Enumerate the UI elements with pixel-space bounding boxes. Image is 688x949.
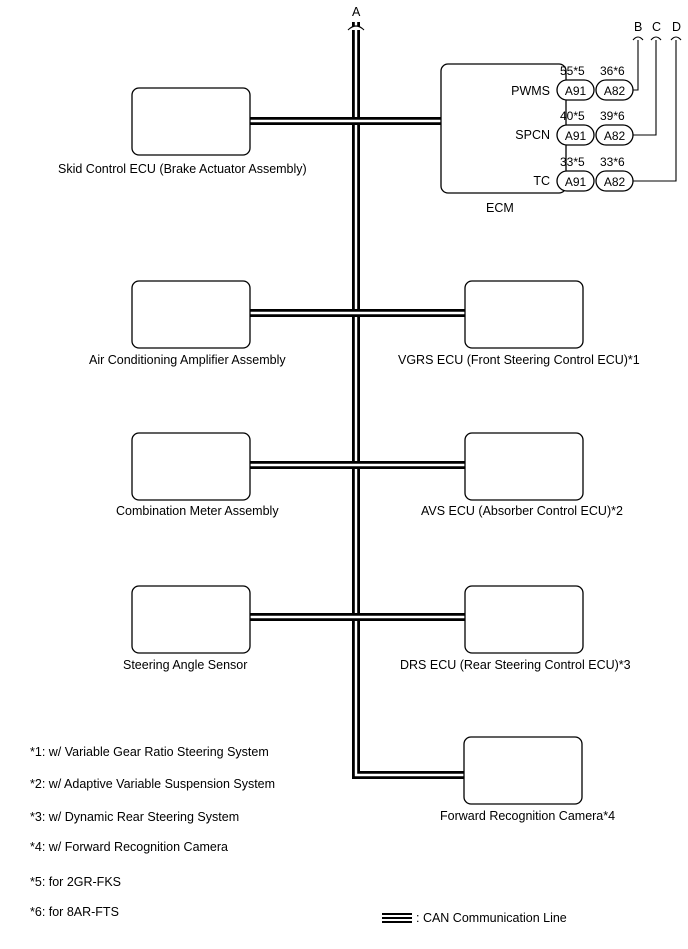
connector-pill [556,124,595,146]
vgrs-ecu-box [464,280,584,349]
connector-code: A82 [604,175,626,189]
footnote: *6: for 8AR-FTS [30,905,119,919]
forward-recognition-camera-label: Forward Recognition Camera*4 [440,809,615,823]
connector-code: A91 [565,129,587,143]
combination-meter-label: Combination Meter Assembly [116,504,279,518]
can-bus-lines [250,22,465,779]
pin-number: 40*5 [560,109,585,123]
connector-code: A82 [604,129,626,143]
skid-control-ecu-box [131,87,251,156]
legend-label: : CAN Communication Line [416,911,567,925]
dest-label-d: D [672,20,681,34]
avs-ecu-label: AVS ECU (Absorber Control ECU)*2 [421,504,623,518]
connector-pill [556,79,595,101]
connector-code: A91 [565,175,587,189]
connector-code: A82 [604,84,626,98]
forward-recognition-camera-box [463,736,583,805]
steering-angle-sensor-label: Steering Angle Sensor [123,658,247,672]
ecm-pin-signal-tc: TC [533,174,550,188]
combination-meter-box [131,432,251,501]
pin-number: 33*6 [600,155,625,169]
footnote: *3: w/ Dynamic Rear Steering System [30,810,239,824]
legend: : CAN Communication Line [382,911,567,925]
air-conditioning-amplifier-label: Air Conditioning Amplifier Assembly [89,353,286,367]
drs-ecu-box [464,585,584,654]
skid-control-ecu-label: Skid Control ECU (Brake Actuator Assembl… [58,162,307,176]
air-conditioning-amplifier-box [131,280,251,349]
connector-pill [556,170,595,192]
footnote: *1: w/ Variable Gear Ratio Steering Syst… [30,745,269,759]
footnote: *2: w/ Adaptive Variable Suspension Syst… [30,777,275,791]
ecm-pin-signal-spcn: SPCN [515,128,550,142]
vgrs-ecu-label: VGRS ECU (Front Steering Control ECU)*1 [398,353,640,367]
ecm-pin-signal-pwms: PWMS [511,84,550,98]
signal-wires [632,36,682,182]
pin-number: 36*6 [600,64,625,78]
avs-ecu-box [464,432,584,501]
footnote: *4: w/ Forward Recognition Camera [30,840,228,854]
ecm-label: ECM [486,201,514,215]
pin-number: 39*6 [600,109,625,123]
pin-number: 55*5 [560,64,585,78]
pin-number: 33*5 [560,155,585,169]
steering-angle-sensor-box [131,585,251,654]
connector-code: A91 [565,84,587,98]
can-line-legend-icon [382,913,412,923]
bus-label-a: A [352,5,361,19]
footnote: *5: for 2GR-FKS [30,875,121,889]
drs-ecu-label: DRS ECU (Rear Steering Control ECU)*3 [400,658,631,672]
dest-label-b: B [634,20,642,34]
dest-label-c: C [652,20,661,34]
footnotes: *1: w/ Variable Gear Ratio Steering Syst… [30,745,275,919]
